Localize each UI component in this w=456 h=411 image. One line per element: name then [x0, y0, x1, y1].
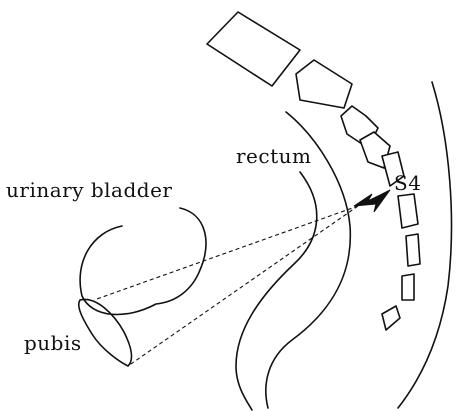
vertebra-co1: [398, 194, 418, 228]
label-s4: S4: [394, 171, 421, 195]
sacrum-vertebrae: [207, 12, 420, 330]
vertebra-s1: [207, 12, 300, 86]
vertebra-co3: [402, 274, 414, 300]
dashed-line-upper: [94, 206, 358, 300]
label-urinary-bladder: urinary bladder: [6, 178, 172, 202]
s4-arrow: [354, 190, 390, 212]
pubis-outline: [79, 299, 132, 366]
vertebra-co4: [382, 306, 400, 330]
dashed-line-lower: [128, 206, 358, 366]
rectum-wall-anterior: [236, 172, 317, 410]
label-rectum: rectum: [236, 144, 311, 168]
label-pubis: pubis: [24, 331, 82, 355]
vertebra-s2: [296, 60, 352, 108]
vertebra-co2: [406, 234, 420, 266]
